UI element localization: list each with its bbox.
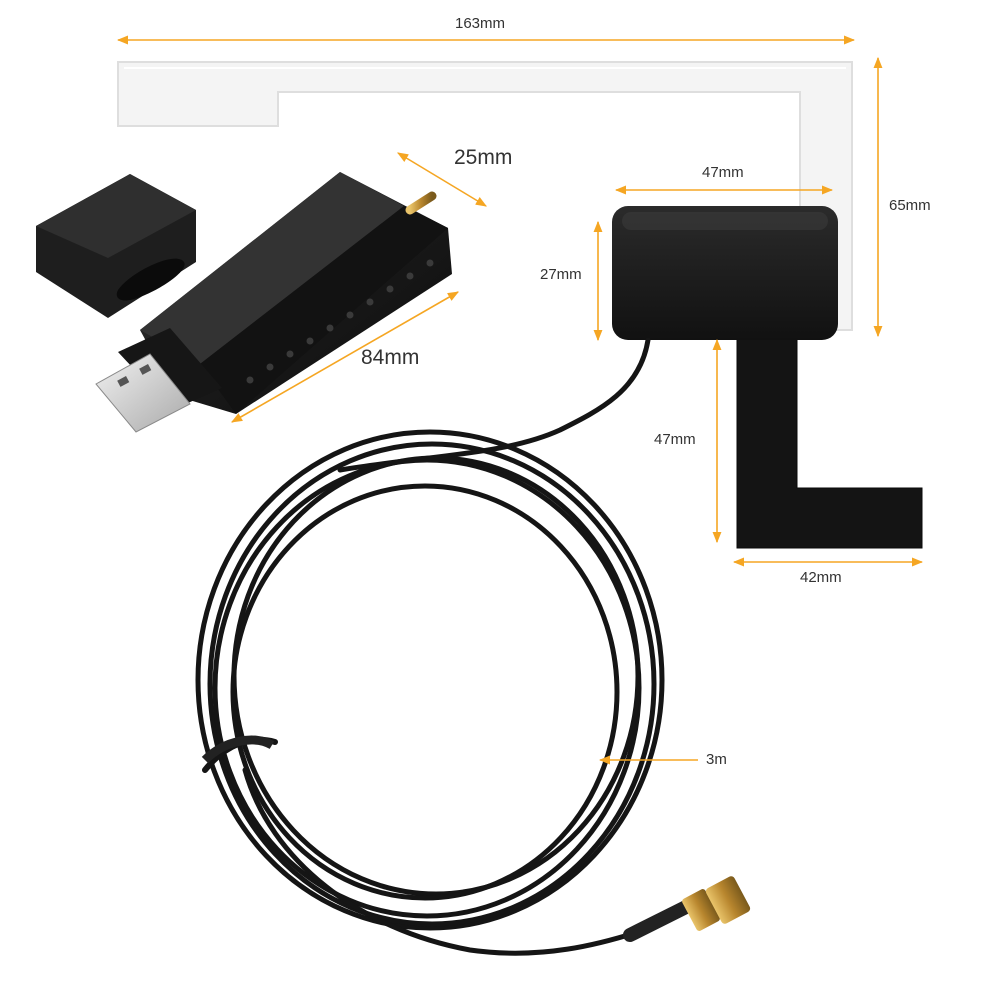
antenna-film — [117, 61, 853, 331]
cable-tie — [201, 735, 275, 764]
label-strip-height: 47mm — [654, 431, 696, 448]
label-strip-width: 42mm — [800, 569, 842, 586]
label-dongle-width: 25mm — [454, 146, 513, 169]
label-amp-height: 27mm — [540, 266, 582, 283]
label-antenna-height: 65mm — [889, 197, 931, 214]
dimension-arrows — [116, 35, 924, 765]
label-cable-length: 3m — [706, 751, 727, 768]
sma-connector — [623, 876, 751, 942]
dongle-cap — [36, 174, 196, 318]
label-antenna-width: 163mm — [455, 15, 506, 32]
arrow-dongle-width — [397, 152, 487, 207]
label-dongle-length: 84mm — [361, 346, 420, 369]
antenna-amplifier — [612, 206, 838, 340]
arrow-dongle-length — [231, 291, 459, 423]
label-amp-width: 47mm — [702, 164, 744, 181]
black-antenna-strip — [736, 329, 923, 549]
coaxial-cable — [195, 337, 665, 956]
